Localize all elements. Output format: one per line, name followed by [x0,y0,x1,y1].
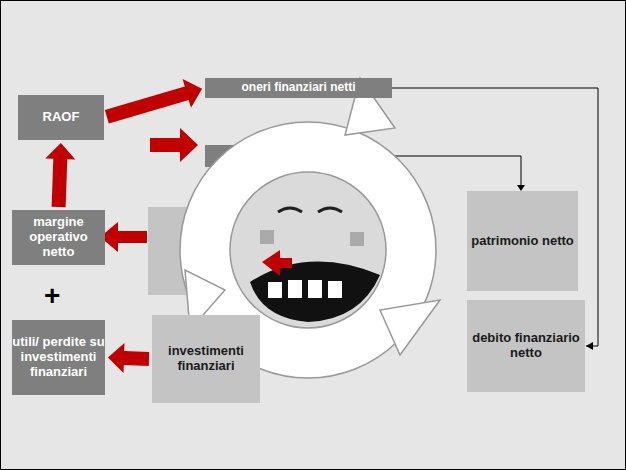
box-label: oneri finanziari netti [241,81,355,95]
box-label: debito finanziario netto [467,331,585,361]
box-label: patrimonio netto [471,234,574,249]
red-arrow [45,143,75,207]
box-label: RAOF [43,110,80,125]
red-arrow-shape [105,79,202,124]
margin-box: margine operativo netto [12,210,105,265]
box-label: investimenti finanziari [152,344,260,374]
red-arrow [105,79,202,124]
box-label: utili/ perdite su investimenti finanziar… [12,335,105,380]
result-box: RAOF [18,95,104,140]
box-label: margine operativo netto [12,215,105,260]
red-arrow-shape [108,343,149,373]
plus-sign: + [44,280,60,312]
investment-box: investimenti finanziari [152,315,260,403]
equity-box: patrimonio netto [467,191,578,291]
debt-box: debito finanziario netto [467,300,585,392]
red-arrow [150,128,198,162]
gain-box: utili/ perdite su investimenti finanziar… [12,320,105,395]
red-arrow [108,343,149,373]
red-arrow [100,222,147,252]
arrow-head [586,342,593,350]
red-arrow-shape [45,143,75,207]
cost-box: oneri finanziari netti [205,78,392,98]
